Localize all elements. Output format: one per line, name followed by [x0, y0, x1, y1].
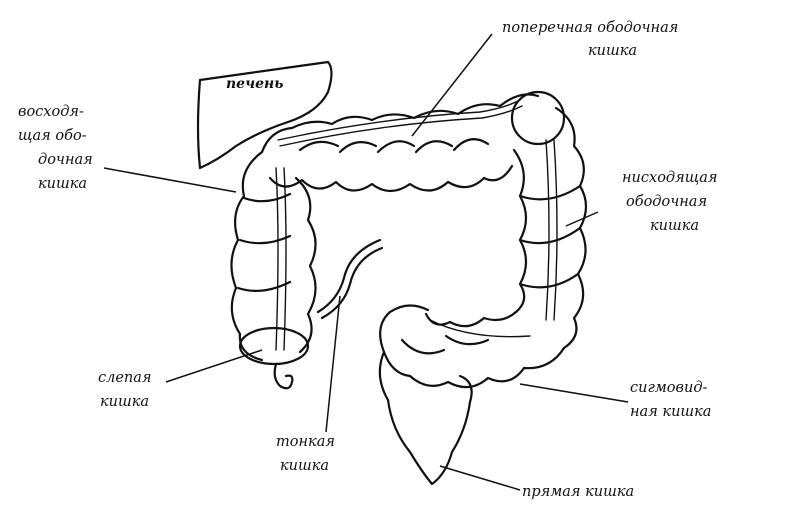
- sigmoid-colon: [379, 304, 566, 389]
- small-intestine-label-line2: кишка: [280, 458, 329, 474]
- liver-label: печень: [226, 76, 283, 92]
- transverse-colon-label-line2: кишка: [588, 43, 637, 59]
- ascending-colon: [230, 150, 317, 390]
- descending-colon: [512, 106, 588, 350]
- ascending-colon-label-line3: дочная: [38, 152, 93, 168]
- transverse-colon: [260, 90, 566, 193]
- descending-colon-label-line2: ободочная: [626, 194, 707, 210]
- ascending-colon-label-line1: восходя-: [18, 104, 84, 120]
- cecum-label-line1: слепая: [98, 370, 152, 386]
- ascending-colon-label-line2: щая обо-: [18, 128, 87, 144]
- sigmoid-colon-label-line1: сигмовид-: [630, 380, 708, 396]
- descending-colon-label-line1: нисходящая: [622, 170, 717, 186]
- ascending-colon-label-line4: кишка: [38, 176, 87, 192]
- sigmoid-colon-label-line2: ная кишка: [630, 404, 711, 420]
- cecum-label-line2: кишка: [100, 394, 149, 410]
- rectum: [378, 350, 473, 486]
- liver-shape: [196, 60, 333, 170]
- transverse-colon-label-line1: поперечная ободочная: [502, 20, 678, 36]
- descending-colon-label-line3: кишка: [650, 218, 699, 234]
- leader-lines: [103, 33, 629, 491]
- small-intestine: [316, 238, 382, 314]
- rectum-label: прямая кишка: [522, 484, 634, 500]
- small-intestine-label-line1: тонкая: [276, 434, 335, 450]
